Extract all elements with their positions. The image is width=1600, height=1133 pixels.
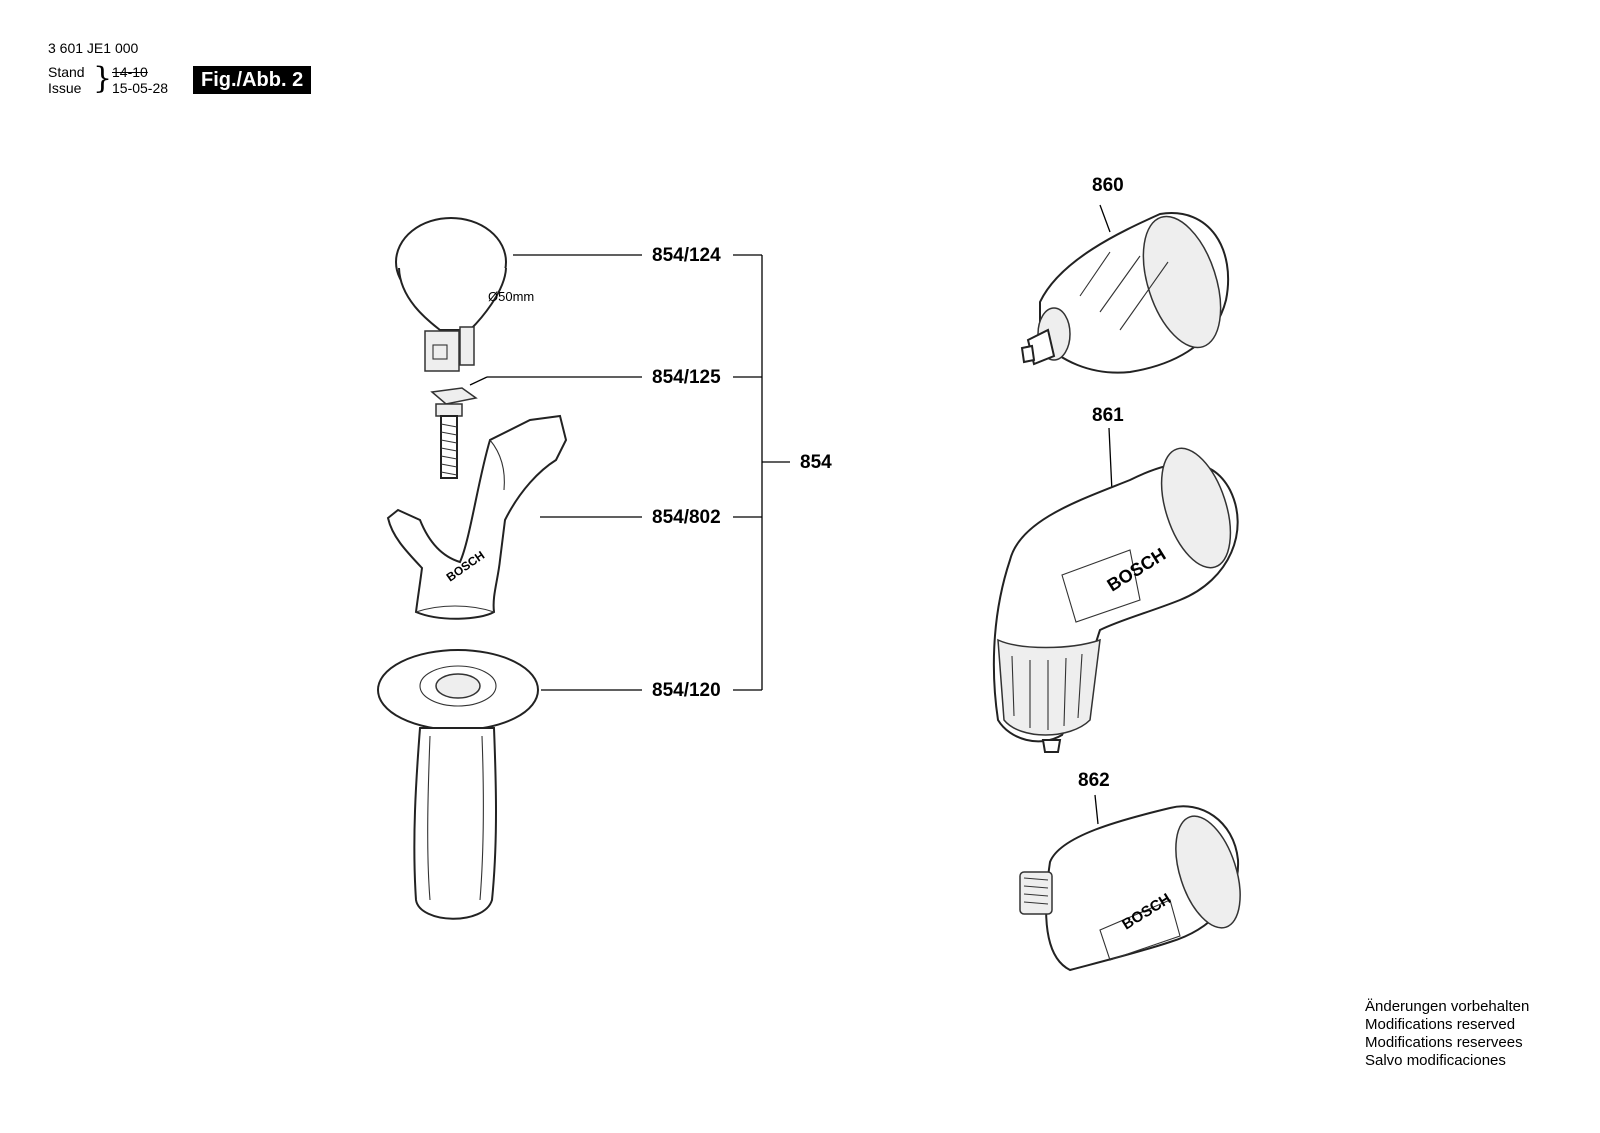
- callout-862: 862: [1078, 770, 1110, 791]
- callout-861: 861: [1092, 405, 1124, 426]
- drill-chuck-part: [1020, 212, 1230, 374]
- stand-value: 14-10: [112, 64, 148, 80]
- notice-line-es: Salvo modificaciones: [1365, 1052, 1506, 1069]
- notice-line-de: Änderungen vorbehalten: [1365, 998, 1530, 1015]
- leader-lines: [469, 204, 1113, 825]
- callout-854-124: 854/124: [652, 245, 721, 266]
- diameter-label: Ø50mm: [488, 289, 534, 304]
- document-number: 3 601 JE1 000: [48, 40, 139, 56]
- callout-854: 854: [800, 452, 832, 473]
- modification-notice: Änderungen vorbehalten Modifications res…: [1365, 998, 1529, 1070]
- notice-line-en: Modifications reserved: [1365, 1016, 1516, 1033]
- issue-value: 15-05-28: [112, 80, 169, 96]
- bit-holder-part: BOSCH: [1019, 805, 1241, 972]
- side-handle-part: [377, 649, 539, 920]
- callout-860: 860: [1092, 175, 1124, 196]
- notice-line-fr: Modifications reservees: [1365, 1034, 1523, 1051]
- figure-badge: Fig./Abb. 2: [193, 66, 312, 94]
- brace-glyph: }: [93, 61, 113, 96]
- callout-854-802: 854/802: [652, 507, 721, 528]
- issue-label: Issue: [48, 80, 82, 96]
- stand-label: Stand: [48, 64, 85, 80]
- clamp-band-part: Ø50mm: [395, 217, 534, 372]
- angle-attachment-part: BOSCH: [992, 447, 1239, 753]
- callout-854-120: 854/120: [652, 680, 721, 701]
- callout-854-125: 854/125: [652, 367, 721, 388]
- screw-part: [430, 387, 478, 479]
- handle-holder-part: BOSCH: [386, 414, 568, 620]
